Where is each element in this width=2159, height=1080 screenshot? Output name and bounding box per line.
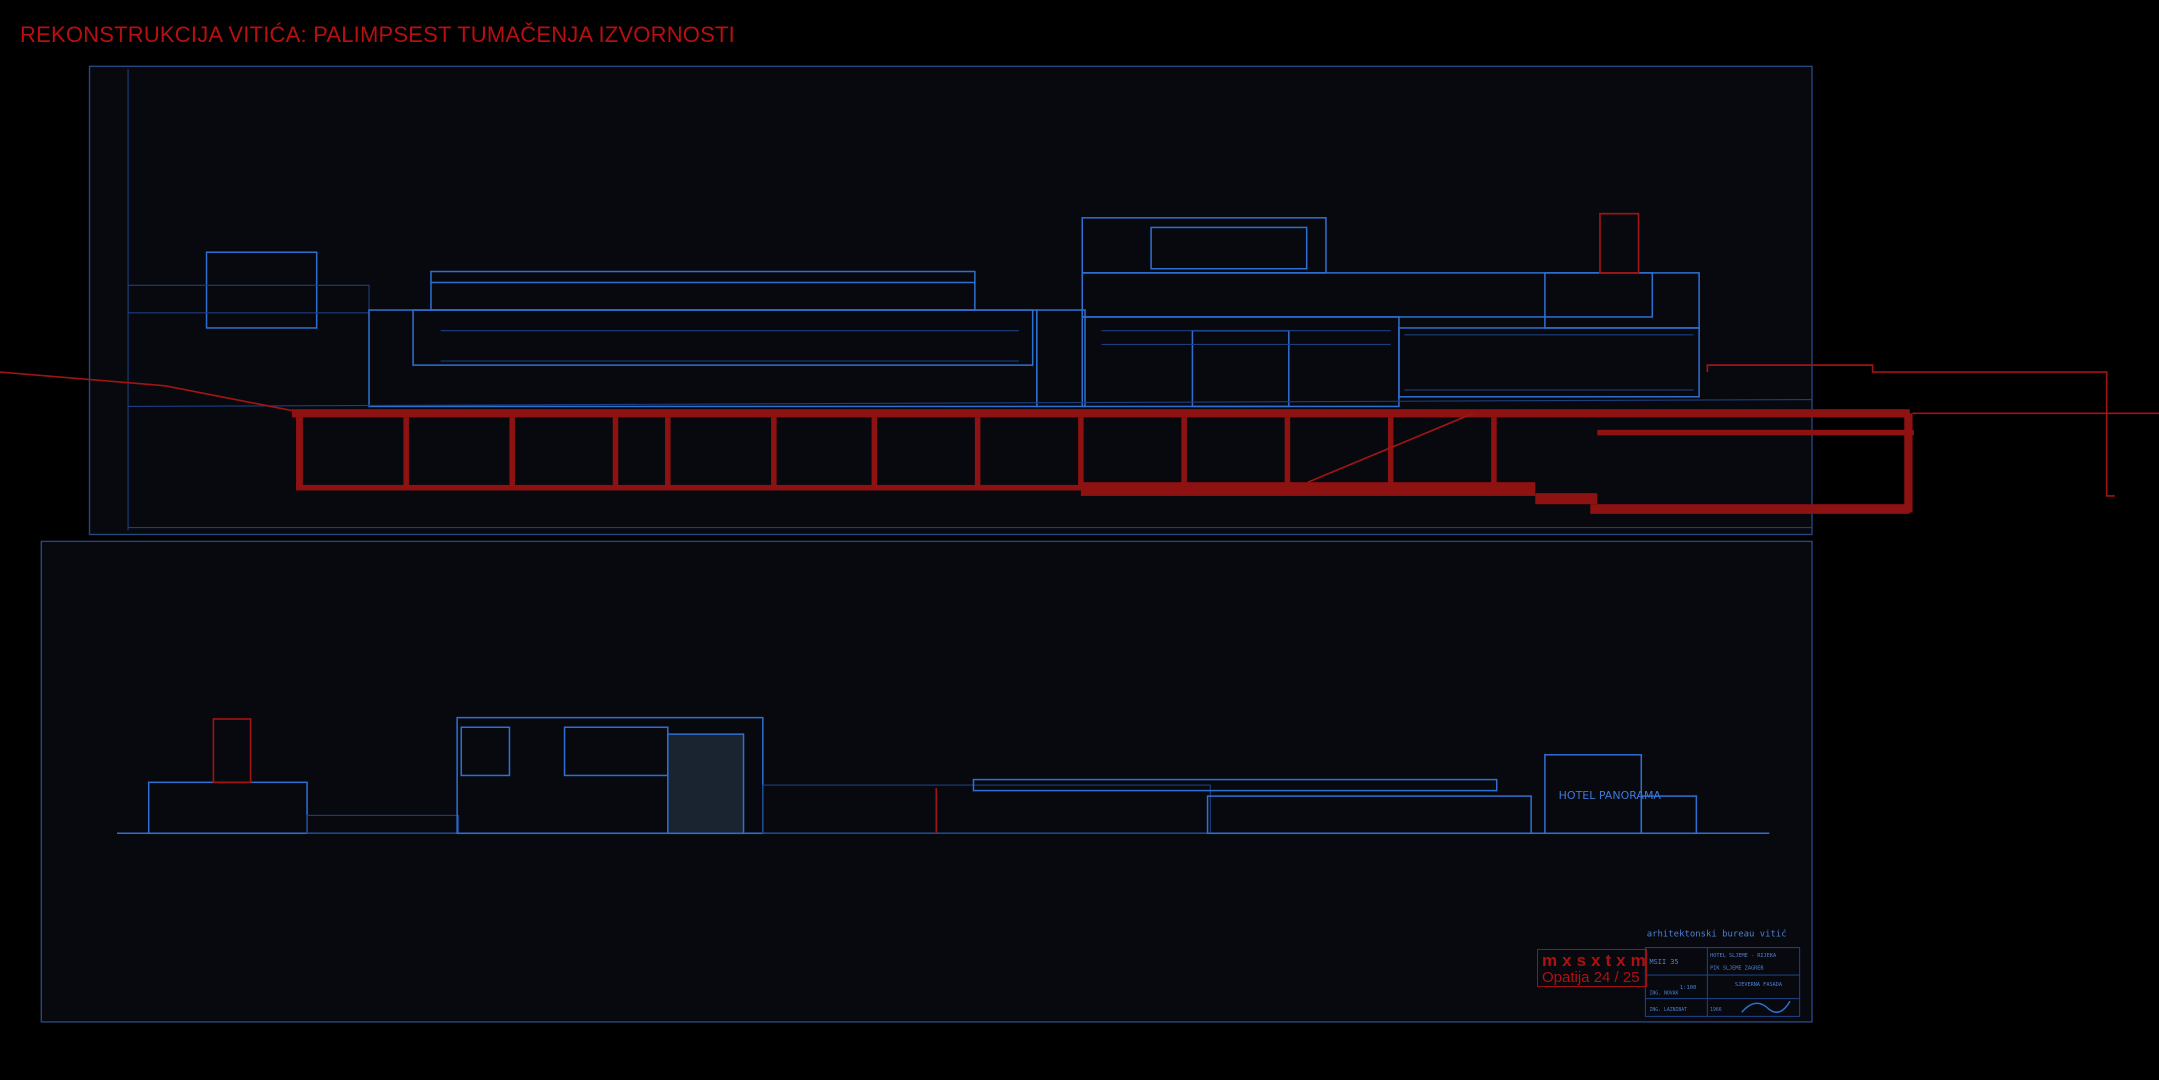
title-block: arhitektonski bureau vitić MSII 35 HOTEL… <box>1644 929 1801 1017</box>
upper-sheet-section <box>0 65 2159 536</box>
client-name: PIK SLJEME ZAGREB <box>1710 966 1763 972</box>
lower-sheet-elevation: HOTEL PANORAMA arhitektonski bureau viti… <box>40 540 1813 1023</box>
checked-by: ING. LAZNIBAT <box>1650 1007 1688 1013</box>
red-section-overlay <box>0 212 2159 514</box>
page-title: REKONSTRUKCIJA VITIĆA: PALIMPSEST TUMAČE… <box>20 22 735 47</box>
date: 1966 <box>1710 1007 1722 1013</box>
office-name: arhitektonski bureau vitić <box>1647 929 1787 940</box>
view-name: SJEVERNA FASADA <box>1735 982 1783 988</box>
drawn-by: ING. NOVAK <box>1650 990 1679 996</box>
project-name: HOTEL SLJEME - RIJEKA <box>1710 953 1777 959</box>
studio-name: mxsxtxm <box>1542 951 1651 970</box>
studio-stamp: mxsxtxm Opatija 24 / 25 <box>1537 949 1647 987</box>
signature <box>1741 1000 1791 1013</box>
scale: 1:100 <box>1680 985 1697 991</box>
sheet-number: MSII 35 <box>1650 958 1679 966</box>
hotel-sign-label: HOTEL PANORAMA <box>1559 789 1662 802</box>
studio-place-year: Opatija 24 / 25 <box>1542 969 1640 986</box>
